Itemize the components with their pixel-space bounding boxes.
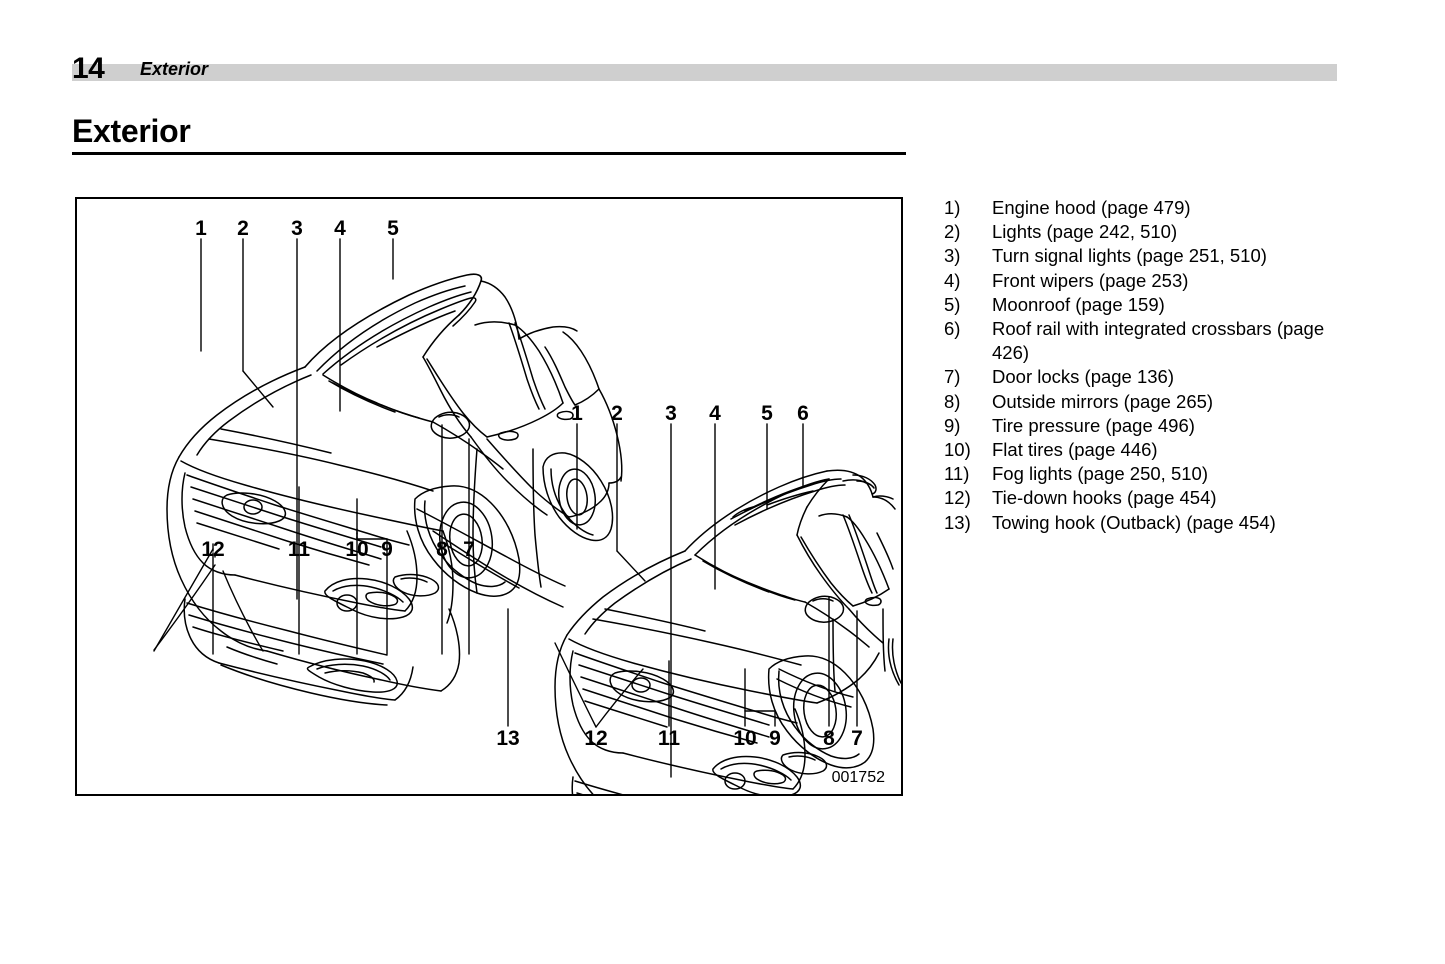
chapter-title-block: Exterior	[72, 112, 906, 155]
legend-item-number: 6)	[944, 318, 961, 340]
legend-item-number: 4)	[944, 269, 961, 291]
list-item: 5) Moonroof (page 159)	[944, 293, 1364, 317]
svg-text:9: 9	[381, 538, 393, 561]
wagon-leader-lines	[507, 423, 858, 778]
legend-item-label: Moonroof (page 159)	[992, 293, 1165, 315]
legend-item-label: Tie-down hooks (page 454)	[992, 487, 1217, 509]
legend-item-label: Door locks (page 136)	[992, 366, 1175, 388]
svg-text:10: 10	[345, 538, 368, 561]
sedan-body-lines	[166, 273, 623, 706]
list-item: 1) Engine hood (page 479)	[944, 196, 1364, 220]
legend-item-number: 1)	[944, 197, 961, 218]
exterior-parts-legend: 1) Engine hood (page 479) 2) Lights (pag…	[944, 196, 1364, 535]
list-item: 4) Front wipers (page 253)	[944, 269, 1364, 293]
svg-text:2: 2	[611, 402, 623, 425]
wagon-callout-numbers: 1 2 3 4 5 6 13 12 11 10 9 8 7	[496, 402, 863, 750]
chapter-title-rule	[72, 152, 906, 155]
legend-item-number: 9)	[944, 414, 961, 436]
legend-item-label: Flat tires (page 446)	[992, 439, 1158, 461]
legend-item-label: Lights (page 242, 510)	[992, 221, 1178, 243]
svg-text:4: 4	[709, 402, 721, 425]
exterior-vehicles-illustration: 1 2 3 4 5 12 11 10 9 8 7	[153, 217, 901, 794]
svg-text:13: 13	[496, 727, 519, 750]
svg-text:8: 8	[436, 538, 448, 561]
svg-text:12: 12	[201, 538, 224, 561]
legend-item-label: Outside mirrors (page 265)	[992, 390, 1214, 412]
svg-text:2: 2	[237, 217, 249, 240]
svg-text:11: 11	[658, 727, 681, 750]
page-number: 14	[72, 52, 105, 85]
legend-item-number: 5)	[944, 293, 961, 315]
list-item: 10) Flat tires (page 446)	[944, 438, 1364, 462]
legend-item-number: 13)	[944, 511, 971, 533]
svg-text:8: 8	[823, 727, 835, 750]
legend-item-number: 8)	[944, 390, 961, 412]
svg-text:3: 3	[665, 402, 677, 425]
svg-text:5: 5	[761, 402, 773, 425]
list-item: 13) Towing hook (Outback) (page 454)	[944, 511, 1364, 535]
svg-text:7: 7	[851, 727, 863, 750]
svg-text:5: 5	[387, 217, 399, 240]
list-item: 11) Fog lights (page 250, 510)	[944, 462, 1364, 486]
header-grey-bar	[72, 64, 1337, 81]
figure-id-code: 001752	[831, 769, 885, 786]
svg-text:7: 7	[463, 538, 475, 561]
legend-item-label: Engine hood (page 479)	[992, 197, 1191, 218]
legend-item-label: Towing hook (Outback) (page 454)	[992, 511, 1276, 533]
list-item: 3) Turn signal lights (page 251, 510)	[944, 244, 1364, 268]
exterior-figure-box: 1 2 3 4 5 12 11 10 9 8 7	[75, 197, 903, 796]
list-item: 8) Outside mirrors (page 265)	[944, 390, 1364, 414]
list-item: 9) Tire pressure (page 496)	[944, 414, 1364, 438]
legend-item-number: 7)	[944, 366, 961, 388]
list-item: 7) Door locks (page 136)	[944, 365, 1364, 389]
running-header: 14 Exterior	[0, 52, 1445, 86]
legend-item-label: Fog lights (page 250, 510)	[992, 463, 1208, 485]
list-item: 6) Roof rail with integrated crossbars (…	[944, 317, 1364, 365]
legend-item-number: 12)	[944, 487, 971, 509]
legend-item-number: 2)	[944, 221, 961, 243]
header-section-title: Exterior	[140, 59, 209, 79]
legend-item-label: Roof rail with integrated crossbars (pag…	[992, 318, 1325, 364]
svg-text:3: 3	[291, 217, 303, 240]
page-title: Exterior	[72, 113, 191, 149]
list-item: 2) Lights (page 242, 510)	[944, 220, 1364, 244]
legend-item-number: 10)	[944, 439, 971, 461]
list-item: 12) Tie-down hooks (page 454)	[944, 486, 1364, 510]
svg-text:1: 1	[571, 402, 583, 425]
svg-text:10: 10	[733, 727, 756, 750]
sedan-leader-lines	[153, 238, 470, 655]
svg-text:12: 12	[584, 727, 607, 750]
svg-text:9: 9	[769, 727, 781, 750]
svg-text:6: 6	[797, 402, 809, 425]
legend-item-number: 11)	[944, 463, 970, 485]
svg-text:4: 4	[334, 217, 346, 240]
svg-text:11: 11	[288, 538, 311, 561]
legend-item-number: 3)	[944, 245, 961, 267]
wagon-body-lines	[554, 469, 901, 794]
legend-item-label: Turn signal lights (page 251, 510)	[992, 245, 1267, 267]
legend-item-label: Front wipers (page 253)	[992, 269, 1189, 291]
sedan-callout-numbers: 1 2 3 4 5 12 11 10 9 8 7	[195, 217, 475, 561]
svg-text:1: 1	[195, 217, 207, 240]
legend-item-label: Tire pressure (page 496)	[992, 414, 1195, 436]
